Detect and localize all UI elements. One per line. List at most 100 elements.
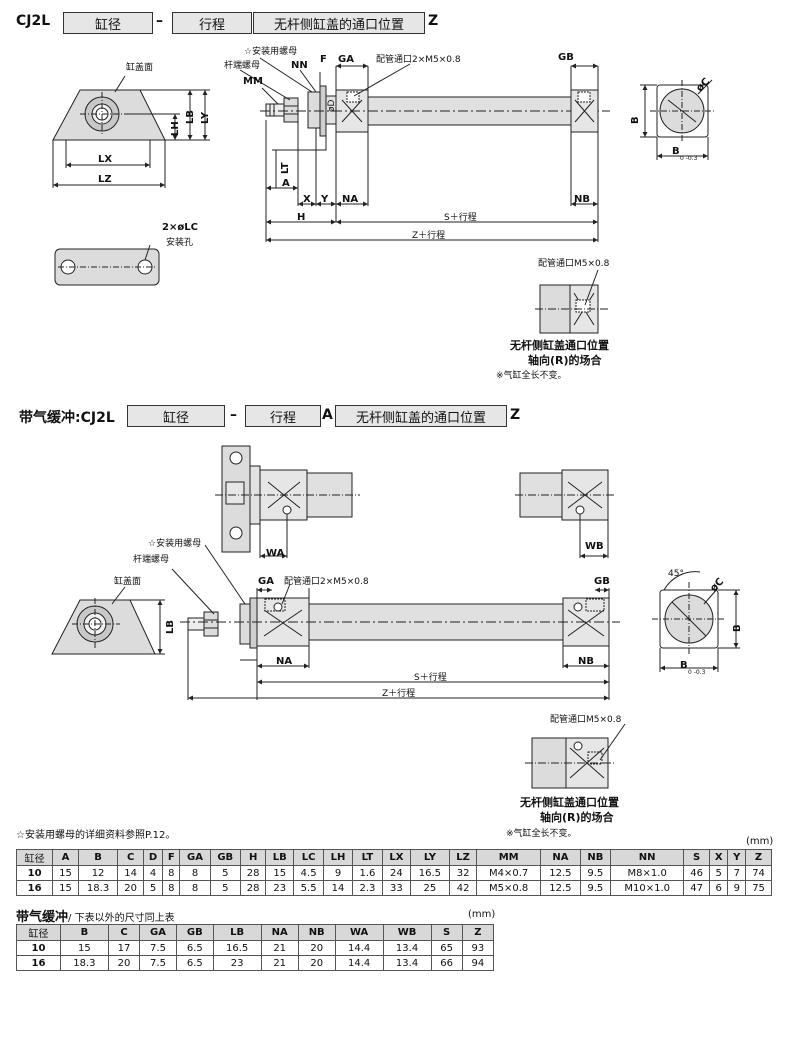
label-lc-hole-1: 安装孔	[166, 236, 193, 248]
label-cover-face-2: 缸盖面	[114, 575, 141, 587]
col-ly: LY	[409, 849, 451, 866]
label-nb-1: NB	[574, 194, 590, 205]
col-mm: MM	[476, 849, 542, 866]
label-ga-2: GA	[258, 576, 274, 587]
cell: 8	[179, 880, 211, 896]
cell: 14	[323, 880, 353, 896]
col-ga: GA	[139, 924, 177, 941]
bracket-plate-1	[54, 244, 160, 286]
col-lh: LH	[323, 849, 353, 866]
cell: 46	[683, 865, 710, 881]
cylinder-end-view-2	[652, 571, 740, 672]
bracket-front-view-1	[52, 75, 210, 188]
col-s: S	[430, 924, 463, 941]
cell: 28	[239, 880, 267, 896]
cell: 42	[449, 880, 478, 896]
cell: 9	[323, 865, 353, 881]
col-na: NA	[260, 924, 299, 941]
cell: 18.3	[59, 955, 109, 971]
cell: 8	[162, 865, 181, 881]
cell: 8	[162, 880, 181, 896]
label-ga-1: GA	[338, 54, 354, 65]
label-b-horiz-2: B	[680, 660, 688, 671]
col-b: B	[77, 849, 119, 866]
label-lc-1: 2×øLC	[162, 222, 198, 233]
col-lb: LB	[212, 924, 262, 941]
col-b: B	[59, 924, 109, 941]
label-rod-nut-1: 杆端螺母	[224, 59, 260, 71]
cell: 10	[16, 940, 61, 956]
caption-axial-2b: 轴向(R)的场合	[540, 810, 615, 824]
col-gb: GB	[209, 849, 241, 866]
col-wa: WA	[334, 924, 384, 941]
col-x: X	[708, 849, 729, 866]
cell: 66	[430, 955, 463, 971]
label-wb-2: WB	[585, 541, 604, 552]
cell: 5.5	[292, 880, 325, 896]
col-c: C	[107, 924, 141, 941]
label-lt-1: LT	[280, 162, 291, 174]
col-nb: NB	[579, 849, 612, 866]
axial-port-detail-2	[525, 723, 626, 789]
label-b-horiz-1: B	[672, 146, 680, 157]
cell: 15	[265, 865, 294, 881]
label-port-1: 配管通口2×M5×0.8	[376, 53, 461, 65]
col-gb: GB	[175, 924, 214, 941]
cell: 16.5	[409, 865, 451, 881]
label-b-vert-1: B	[630, 116, 641, 124]
cell: 23	[212, 955, 262, 971]
label-mount-nut-1: ☆安装用螺母	[244, 45, 297, 57]
cell: 5	[209, 880, 241, 896]
cell: 14.4	[334, 955, 384, 971]
col-nb: NB	[297, 924, 336, 941]
label-z-2: Z＋行程	[382, 687, 415, 699]
cell: 4	[142, 865, 164, 881]
col-h: H	[239, 849, 267, 866]
cylinder-end-view-1	[640, 79, 715, 160]
label-wa-2: WA	[266, 548, 285, 559]
cell: 74	[745, 865, 772, 881]
label-lb-2: LB	[165, 620, 176, 634]
table-row: 16 18.3 20 7.5 6.5 23 21 20 14.4 13.4 66…	[16, 955, 495, 971]
cell: 13.4	[382, 955, 432, 971]
cell: 16	[16, 955, 61, 971]
label-angle-2: 45°	[668, 569, 684, 579]
cell: 17	[107, 940, 141, 956]
label-a-1: A	[282, 178, 290, 189]
table-row: 10 15 12 14 4 8 8 5 28 15 4.5 9 1.6 24 1…	[15, 865, 772, 881]
label-f-1: F	[320, 54, 327, 65]
cell: 75	[745, 880, 772, 896]
cell: 33	[382, 880, 411, 896]
cell: 2.3	[351, 880, 384, 896]
label-gb-2: GB	[594, 576, 610, 587]
port-box-2: 无杆侧缸盖的通口位置	[335, 405, 507, 427]
cell: 6	[708, 880, 729, 896]
label-s-1: S＋行程	[444, 211, 477, 223]
col-lt: LT	[351, 849, 384, 866]
col-f: F	[162, 849, 181, 866]
cell: M4×0.7	[476, 865, 542, 881]
cell: 12	[77, 865, 119, 881]
model-code-1: CJ2L	[16, 13, 51, 29]
col-lx: LX	[382, 849, 411, 866]
cell: 21	[260, 955, 299, 971]
col-na: NA	[540, 849, 581, 866]
table-header-row: 缸径 B C GA GB LB NA NB WA WB S Z	[16, 924, 495, 941]
suffix-2: Z	[510, 407, 521, 423]
col-ga: GA	[179, 849, 211, 866]
label-nn-1: NN	[291, 60, 308, 71]
label-z-1: Z＋行程	[412, 229, 445, 241]
bore-box-1: 缸径	[63, 12, 153, 34]
label-rod-nut-2: 杆端螺母	[133, 553, 169, 565]
col-d: D	[142, 849, 164, 866]
cell: 7.5	[139, 940, 177, 956]
cell: 28	[239, 865, 267, 881]
stroke-box-2: 行程	[245, 405, 321, 427]
bore-box-2: 缸径	[127, 405, 225, 427]
bracket-front-view-2	[51, 586, 165, 655]
col-c: C	[117, 849, 144, 866]
unit-label-1: (mm)	[746, 836, 774, 847]
cell: 20	[297, 940, 336, 956]
label-b-tol-2: 0 -0.3	[688, 669, 706, 676]
